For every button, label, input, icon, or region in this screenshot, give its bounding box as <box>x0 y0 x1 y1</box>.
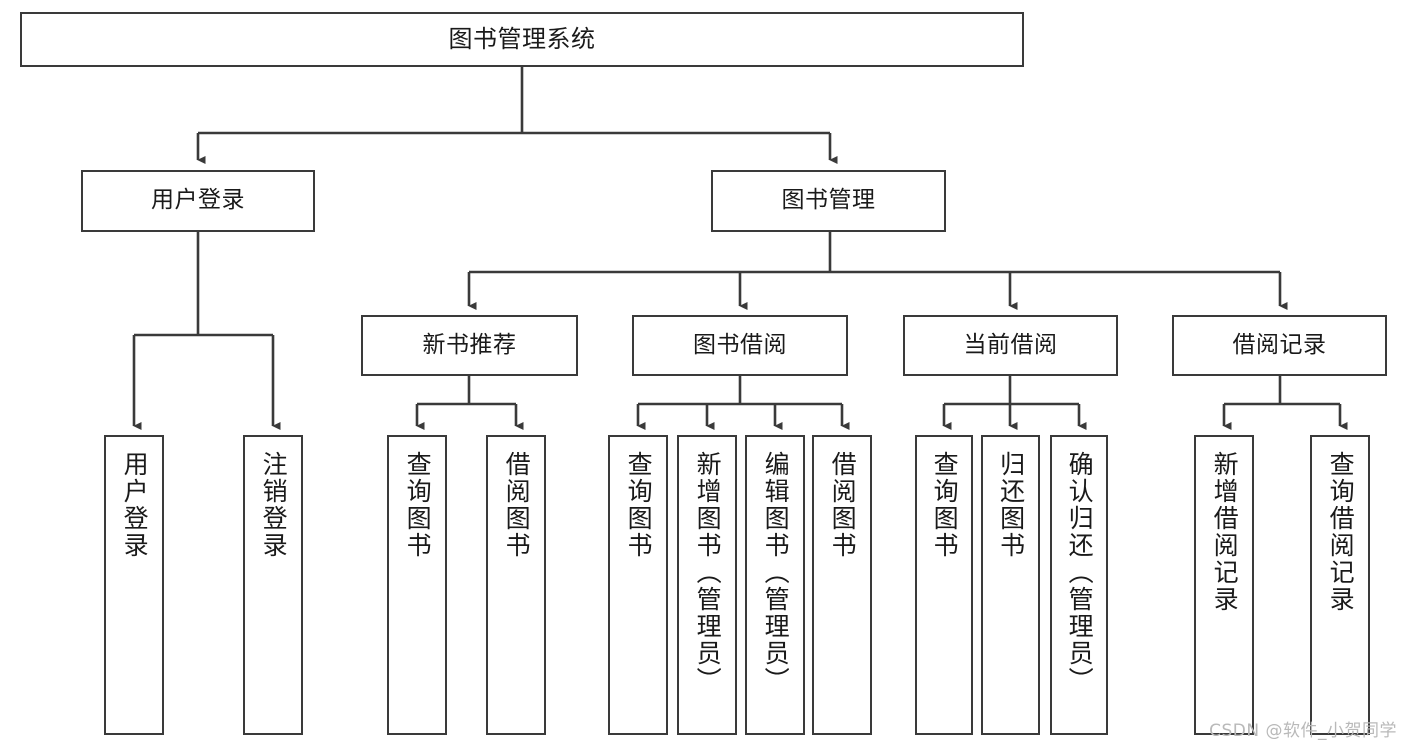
node-label: 图书管理系统 <box>448 25 596 54</box>
node-label: 查询图书 <box>930 451 960 559</box>
node-label: 借阅图书 <box>502 451 532 559</box>
node-label: 图书管理 <box>781 187 876 214</box>
node-label: 查询图书 <box>624 451 654 559</box>
leaf-return-book[interactable]: 归还图书 <box>981 435 1040 735</box>
node-label: 归还图书 <box>996 451 1026 559</box>
node-label: 注销登录 <box>259 451 289 559</box>
leaf-add-book-admin[interactable]: 新增图书（管理员） <box>677 435 737 735</box>
leaf-logout[interactable]: 注销登录 <box>243 435 303 735</box>
node-label: 查询借阅记录 <box>1326 451 1356 613</box>
leaf-add-borrow-record[interactable]: 新增借阅记录 <box>1194 435 1254 735</box>
node-label: 借阅记录 <box>1232 331 1327 358</box>
node-label: 图书借阅 <box>693 331 787 358</box>
leaf-borrow-book-newbook[interactable]: 借阅图书 <box>486 435 546 735</box>
node-label: 借阅图书 <box>828 451 858 559</box>
csdn-watermark: CSDN @软件_小贺同学 <box>1209 721 1397 741</box>
node-label: 编辑图书（管理员） <box>761 451 791 694</box>
leaf-query-book-current[interactable]: 查询图书 <box>915 435 973 735</box>
node-label: 用户登录 <box>151 187 245 214</box>
node-label: 新增图书（管理员） <box>693 451 723 694</box>
node-user-login[interactable]: 用户登录 <box>81 170 315 232</box>
leaf-user-login[interactable]: 用户登录 <box>104 435 164 735</box>
leaf-edit-book-admin[interactable]: 编辑图书（管理员） <box>745 435 805 735</box>
node-label: 新增借阅记录 <box>1210 451 1240 613</box>
node-label: 当前借阅 <box>963 331 1058 358</box>
node-root-system[interactable]: 图书管理系统 <box>20 12 1024 67</box>
node-current-borrow[interactable]: 当前借阅 <box>903 315 1118 376</box>
node-label: 查询图书 <box>403 451 433 559</box>
node-book-management[interactable]: 图书管理 <box>711 170 946 232</box>
leaf-query-book-newbook[interactable]: 查询图书 <box>387 435 447 735</box>
leaf-query-book-borrow[interactable]: 查询图书 <box>608 435 668 735</box>
leaf-borrow-book-borrowgroup[interactable]: 借阅图书 <box>812 435 872 735</box>
node-borrow-record[interactable]: 借阅记录 <box>1172 315 1387 376</box>
leaf-query-borrow-record[interactable]: 查询借阅记录 <box>1310 435 1370 735</box>
node-label: 新书推荐 <box>422 331 517 358</box>
node-label: 用户登录 <box>120 451 150 559</box>
leaf-confirm-return-admin[interactable]: 确认归还（管理员） <box>1050 435 1108 735</box>
node-new-book-recommend[interactable]: 新书推荐 <box>361 315 578 376</box>
node-label: 确认归还（管理员） <box>1065 451 1095 694</box>
node-book-borrow[interactable]: 图书借阅 <box>632 315 848 376</box>
